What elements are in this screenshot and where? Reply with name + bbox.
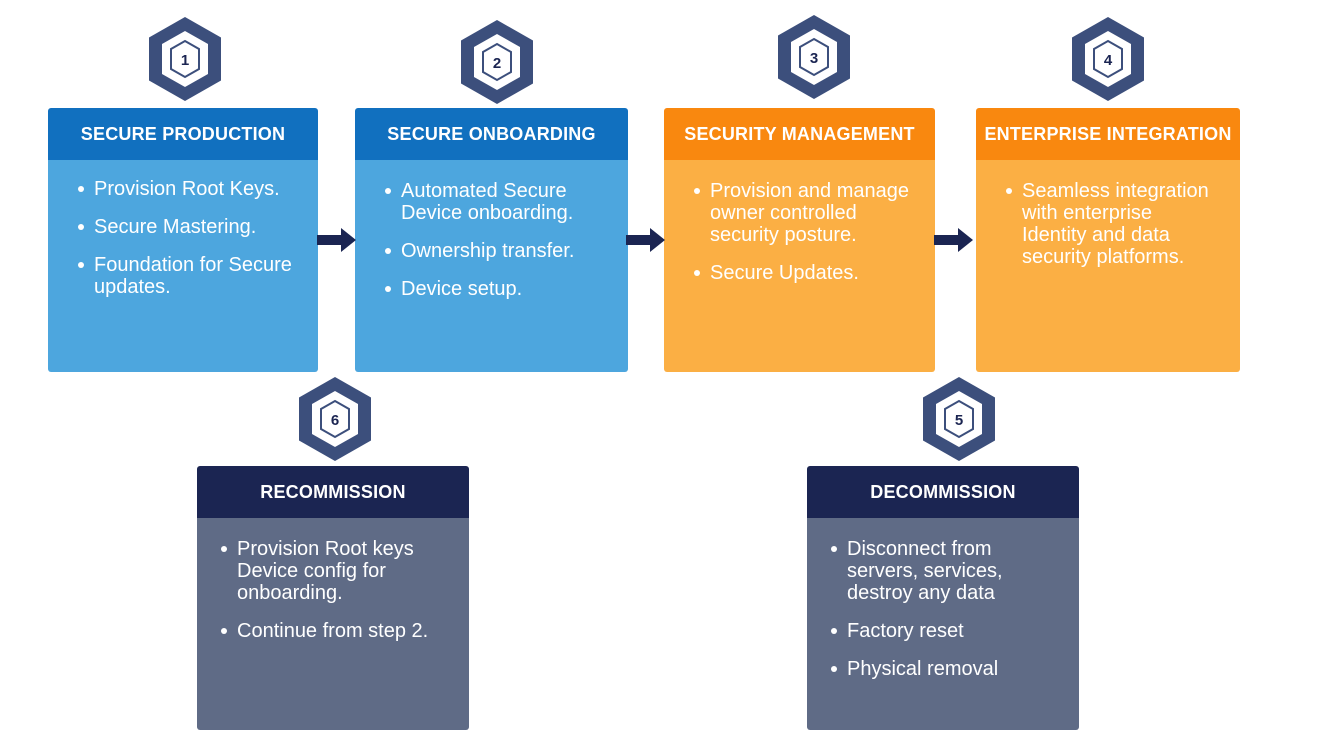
step-5-body: Disconnect from servers, services, destr…	[807, 518, 1079, 730]
list-item: Device setup.	[385, 278, 610, 300]
list-item: Physical removal	[831, 658, 1061, 680]
step-1-body: Provision Root Keys. Secure Mastering. F…	[48, 160, 318, 372]
step-4-title: ENTERPRISE INTEGRATION	[976, 108, 1240, 160]
step-1-number: 1	[181, 52, 189, 69]
step-3-body: Provision and manage owner controlled se…	[664, 160, 935, 372]
step-4-card: ENTERPRISE INTEGRATION Seamless integrat…	[976, 108, 1240, 372]
step-2-list: Automated Secure Device onboarding. Owne…	[385, 180, 610, 300]
step-6-title: RECOMMISSION	[197, 466, 469, 518]
step-3-hex-badge-icon: 3	[778, 15, 850, 99]
step-1-list: Provision Root Keys. Secure Mastering. F…	[78, 178, 300, 298]
step-4-hex-badge-icon: 4	[1072, 17, 1144, 101]
step-5-card: DECOMMISSION Disconnect from servers, se…	[807, 466, 1079, 730]
list-item: Ownership transfer.	[385, 240, 610, 262]
step-5-hex-badge-icon: 5	[923, 377, 995, 461]
list-item: Factory reset	[831, 620, 1061, 642]
step-1-card: SECURE PRODUCTION Provision Root Keys. S…	[48, 108, 318, 372]
step-5-number: 5	[955, 412, 963, 429]
step-1-hex-badge-icon: 1	[149, 17, 221, 101]
arrow-right-icon	[934, 228, 973, 252]
step-4-number: 4	[1104, 52, 1113, 69]
step-4-body: Seamless integration with enterprise Ide…	[976, 160, 1240, 372]
step-2-card: SECURE ONBOARDING Automated Secure Devic…	[355, 108, 628, 372]
list-item: Disconnect from servers, services, destr…	[831, 538, 1061, 604]
step-2-number: 2	[493, 55, 501, 72]
step-3-card: SECURITY MANAGEMENT Provision and manage…	[664, 108, 935, 372]
step-5-list: Disconnect from servers, services, destr…	[831, 538, 1061, 680]
list-item: Secure Mastering.	[78, 216, 300, 238]
step-6-body: Provision Root keys Device config for on…	[197, 518, 469, 730]
step-6-card: RECOMMISSION Provision Root keys Device …	[197, 466, 469, 730]
arrow-right-icon	[317, 228, 356, 252]
step-4-list: Seamless integration with enterprise Ide…	[1006, 180, 1222, 268]
list-item: Seamless integration with enterprise Ide…	[1006, 180, 1222, 268]
step-2-hex-badge-icon: 2	[461, 20, 533, 104]
step-6-hex-badge-icon: 6	[299, 377, 371, 461]
list-item: Secure Updates.	[694, 262, 917, 284]
list-item: Provision and manage owner controlled se…	[694, 180, 917, 246]
step-3-list: Provision and manage owner controlled se…	[694, 180, 917, 284]
step-3-title: SECURITY MANAGEMENT	[664, 108, 935, 160]
step-6-list: Provision Root keys Device config for on…	[221, 538, 451, 642]
step-2-body: Automated Secure Device onboarding. Owne…	[355, 160, 628, 372]
list-item: Provision Root keys Device config for on…	[221, 538, 451, 604]
step-3-number: 3	[810, 50, 818, 67]
step-6-number: 6	[331, 412, 339, 429]
list-item: Continue from step 2.	[221, 620, 451, 642]
step-2-title: SECURE ONBOARDING	[355, 108, 628, 160]
list-item: Provision Root Keys.	[78, 178, 300, 200]
arrow-right-icon	[626, 228, 665, 252]
step-1-title: SECURE PRODUCTION	[48, 108, 318, 160]
list-item: Foundation for Secure updates.	[78, 254, 300, 298]
step-5-title: DECOMMISSION	[807, 466, 1079, 518]
list-item: Automated Secure Device onboarding.	[385, 180, 610, 224]
